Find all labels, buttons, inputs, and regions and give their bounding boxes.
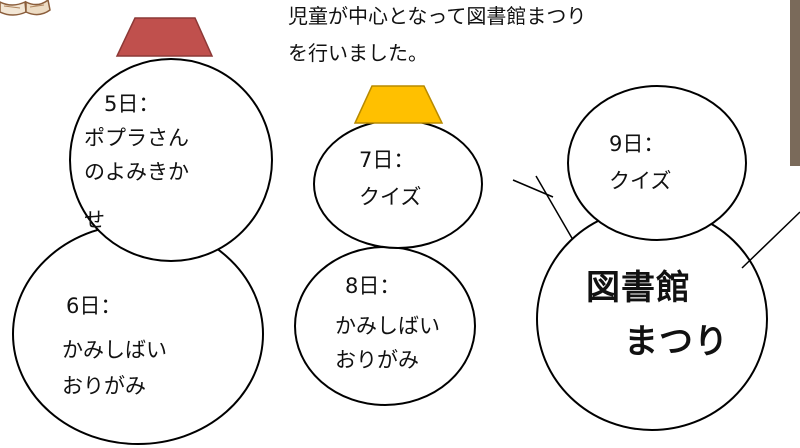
event-9-line-1: クイズ [609,169,672,193]
event-8-line-2: おりがみ [335,348,419,372]
event-5-line-2: のよみきか [84,160,189,184]
event-7-day: 7日： [359,148,415,172]
title-line-2: まつり [624,322,729,362]
event-5-line-1: ポプラさん [84,126,189,150]
red-hat [115,17,214,57]
open-book-icon [0,0,51,16]
event-9-day: 9日： [609,132,665,156]
snowman3-head [567,85,747,241]
snowman1-head [69,58,273,262]
intro-line-1: 児童が中心となって図書館まつり [288,4,587,28]
event-8-day: 8日： [345,274,401,298]
event-6-line-2: おりがみ [62,374,146,398]
event-7-line-1: クイズ [359,185,422,209]
photo-thumbnail [790,0,800,166]
event-8-line-1: かみしばい [335,314,440,338]
event-5-day: 5日： [104,92,160,116]
title-line-1: 図書館 [586,268,691,308]
event-6-line-1: かみしばい [62,338,167,362]
yellow-hat [353,85,444,124]
intro-line-2: を行いました。 [288,41,428,65]
snowman3-body [536,207,768,431]
snowman1-body [12,223,264,445]
event-6-day: 6日： [66,294,122,318]
event-5-line-3: せ [84,208,105,232]
